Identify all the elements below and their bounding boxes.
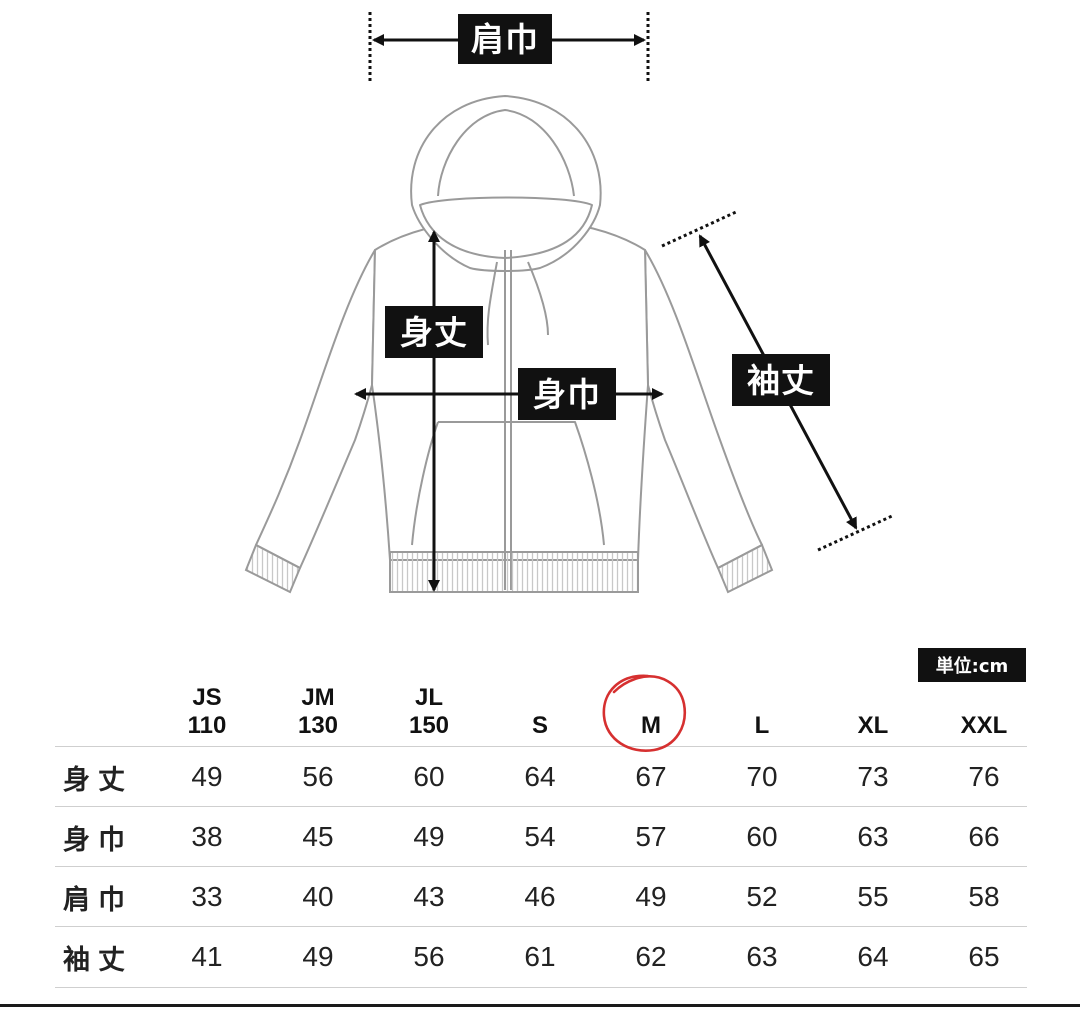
size-header-m: M [641, 712, 661, 739]
table-cell: 64 [524, 761, 556, 792]
table-cell: 45 [302, 821, 334, 852]
table-cell: 67 [635, 761, 667, 792]
table-cell: 38 [191, 821, 223, 852]
table-cell: 62 [635, 941, 667, 972]
table-cell: 54 [524, 821, 556, 852]
length-label: 身丈 [385, 306, 483, 358]
table-cell: 76 [968, 761, 1000, 792]
row-label: 肩巾 [63, 884, 133, 916]
chest-label: 身巾 [518, 368, 616, 420]
table-cell: 52 [746, 881, 778, 912]
row-label: 袖丈 [63, 944, 133, 976]
table-cell: 63 [857, 821, 889, 852]
table-cell: 49 [302, 941, 334, 972]
size-header-s: S [531, 712, 548, 739]
table-cell: 73 [857, 761, 889, 792]
table-cell: 66 [968, 821, 1000, 852]
table-cell: 70 [746, 761, 778, 792]
sleeve-guide-top [661, 210, 737, 248]
row-label: 身丈 [63, 764, 133, 796]
table-cell: 49 [191, 761, 223, 792]
table-cell: 64 [857, 941, 889, 972]
table-cell: 49 [413, 821, 445, 852]
table-cell: 58 [968, 881, 1000, 912]
table-cell: 55 [857, 881, 889, 912]
table-cell: 56 [302, 761, 334, 792]
table-cell: 46 [524, 881, 556, 912]
bottom-divider [0, 1004, 1080, 1007]
table-cell: 63 [746, 941, 778, 972]
shoulder-label: 肩巾 [458, 14, 552, 64]
right-cuff [716, 543, 774, 594]
hoodie-diagram [244, 12, 893, 594]
table-cell: 61 [524, 941, 556, 972]
size-header-l: L [754, 712, 770, 739]
table-row-chest: 身巾 38 45 49 54 57 60 63 66 [55, 806, 1027, 867]
size-header-xxl: XXL [960, 712, 1008, 739]
table-cell: 40 [302, 881, 334, 912]
sleeve-guide-bottom [817, 514, 893, 552]
table-row-shoulder: 肩巾 33 40 43 46 49 52 55 58 [55, 866, 1027, 927]
table-cell: 57 [635, 821, 667, 852]
table-cell: 56 [413, 941, 445, 972]
hem-rib [389, 551, 639, 593]
table-cell: 33 [191, 881, 223, 912]
table-cell: 60 [413, 761, 445, 792]
unit-badge: 単位:cm [918, 648, 1026, 682]
sleeve-label: 袖丈 [732, 354, 830, 406]
table-cell: 43 [413, 881, 445, 912]
table-cell: 65 [968, 941, 1000, 972]
hoodie-outline [255, 95, 763, 590]
left-cuff [244, 543, 302, 594]
table-cell: 41 [191, 941, 223, 972]
size-header-xl: XL [857, 712, 889, 739]
table-row-length: 身丈 49 56 60 64 67 70 73 76 [55, 746, 1027, 807]
table-row-sleeve: 袖丈 41 49 56 61 62 63 64 65 [55, 926, 1027, 988]
row-label: 身巾 [63, 824, 133, 856]
table-cell: 49 [635, 881, 667, 912]
table-cell: 60 [746, 821, 778, 852]
